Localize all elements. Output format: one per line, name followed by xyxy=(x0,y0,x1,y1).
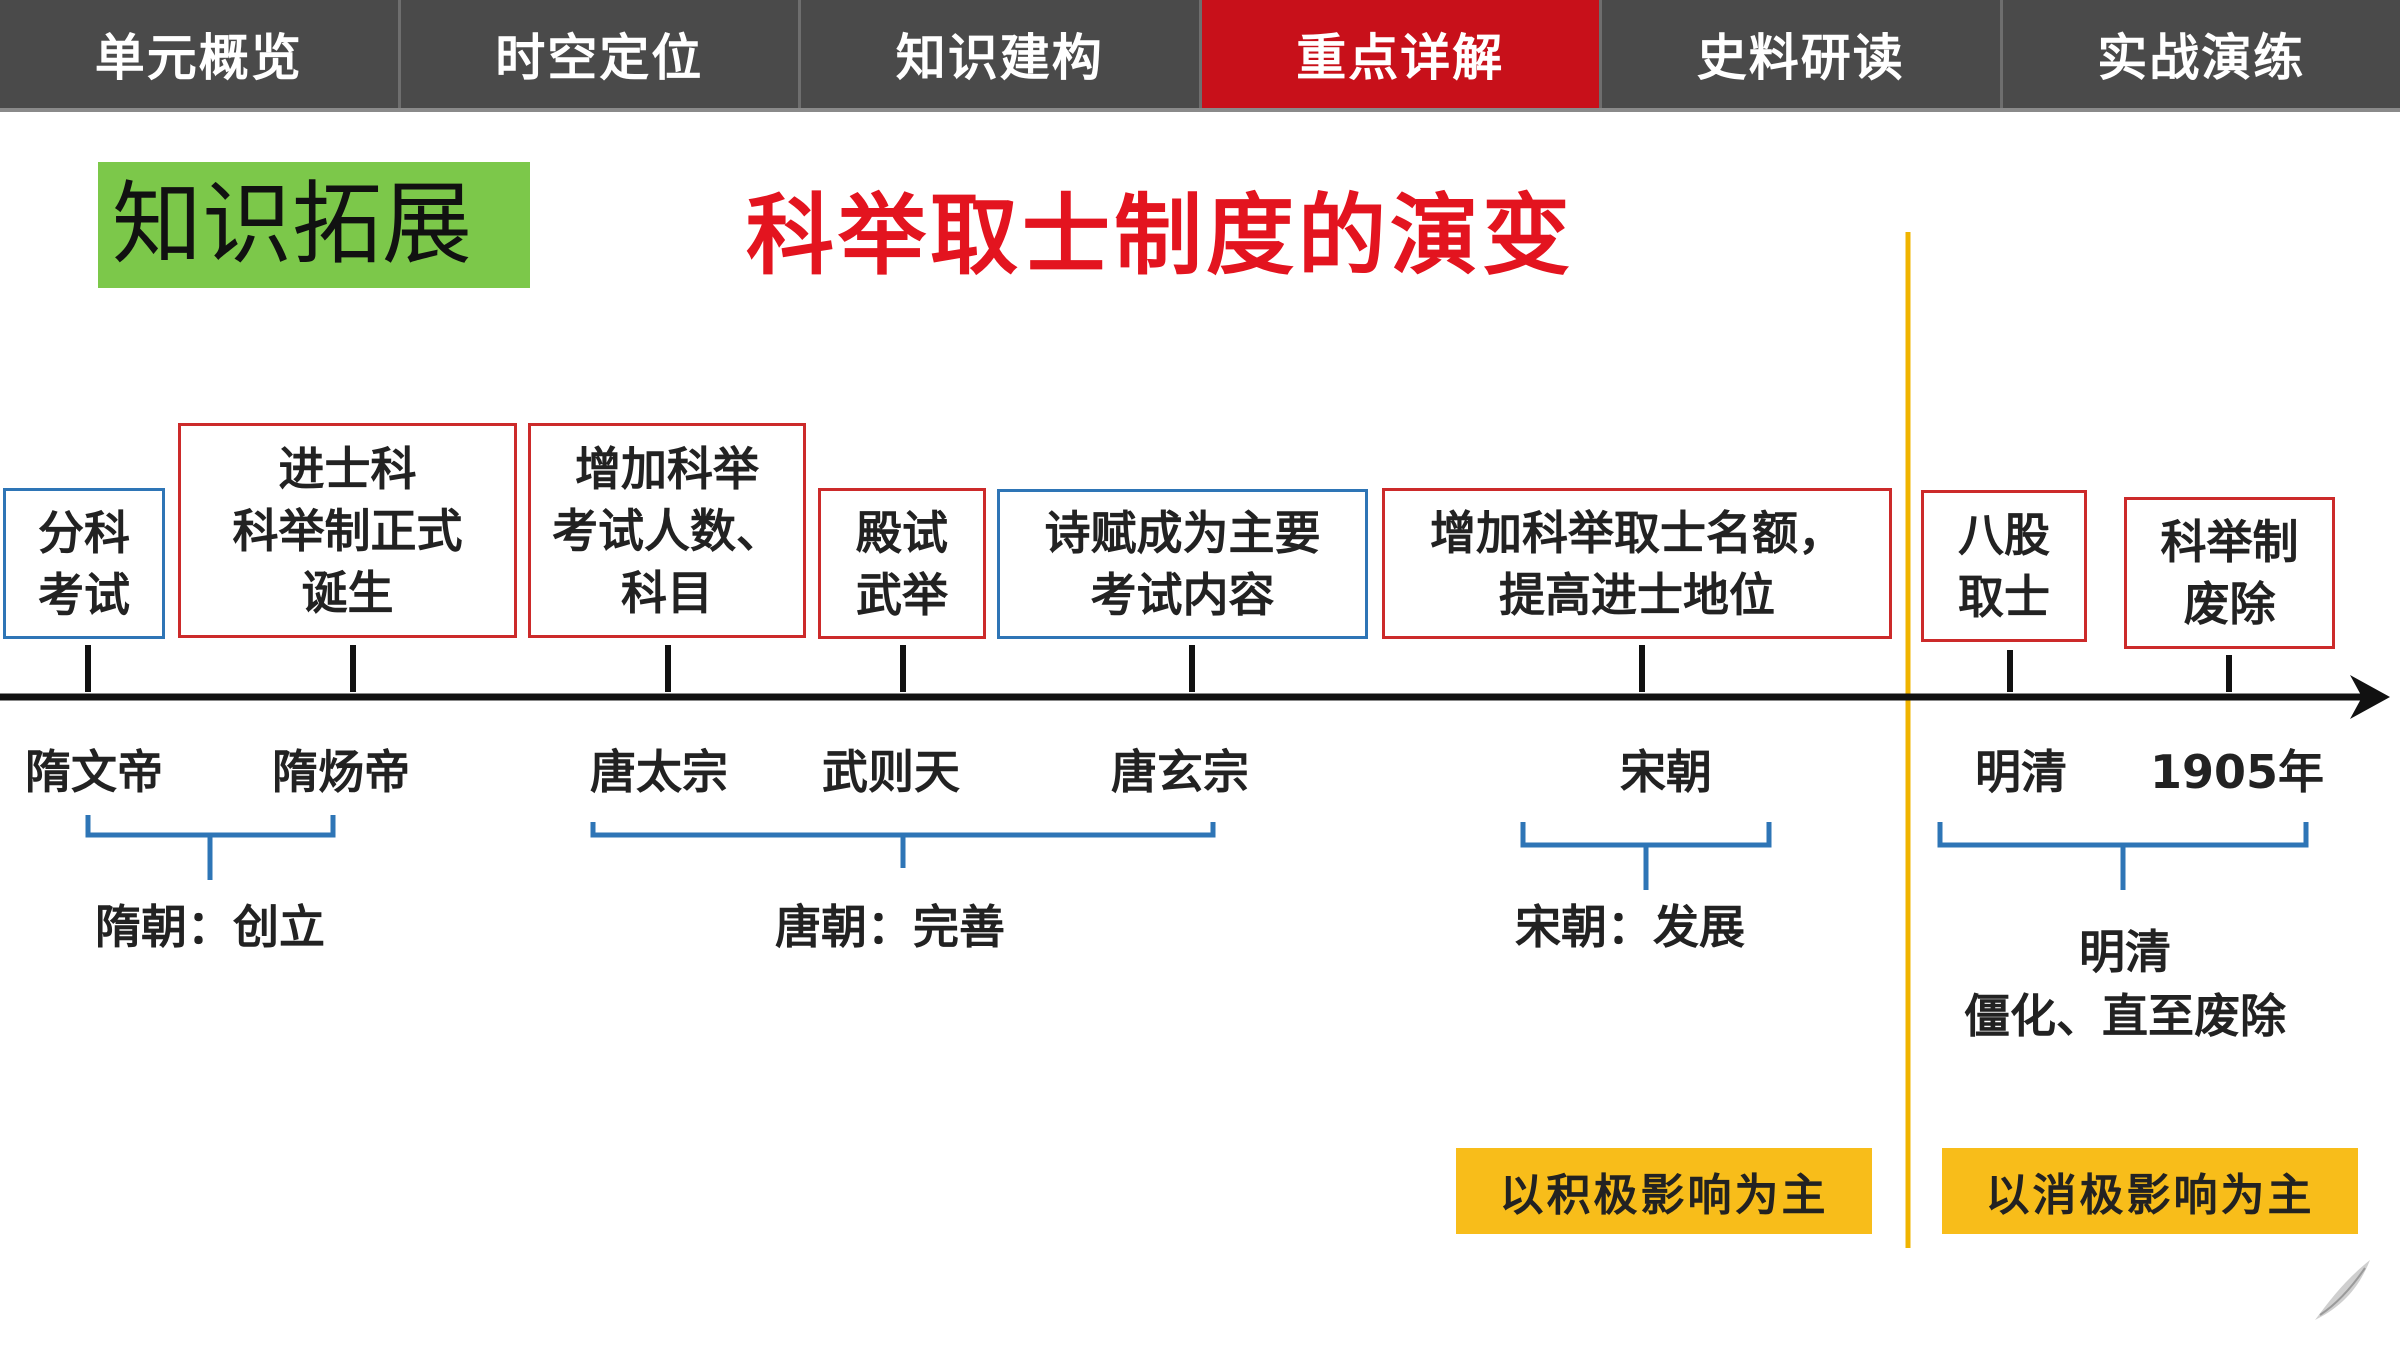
tab-source-reading[interactable]: 史料研读 xyxy=(1602,0,2003,108)
tab-unit-overview[interactable]: 单元概览 xyxy=(0,0,401,108)
tab-knowledge-build[interactable]: 知识建构 xyxy=(801,0,1202,108)
timeline-arrowhead xyxy=(2350,675,2390,719)
positive-impact-tag: 以积极影响为主 xyxy=(1456,1148,1872,1234)
group-label-sui: 隋朝：创立 xyxy=(95,900,325,954)
event-box-8: 科举制 废除 xyxy=(2124,497,2335,649)
brace-mingqing xyxy=(1937,822,2309,890)
group-label-song: 宋朝：发展 xyxy=(1515,900,1745,954)
tab-time-space[interactable]: 时空定位 xyxy=(401,0,801,108)
event-box-4: 殿试 武举 xyxy=(818,488,986,639)
group-braces xyxy=(85,815,2309,890)
time-label: 唐太宗 xyxy=(590,745,728,799)
event-box-5: 诗赋成为主要 考试内容 xyxy=(997,489,1368,639)
brace-song xyxy=(1520,822,1772,890)
feather-logo-icon xyxy=(2315,1260,2370,1320)
negative-impact-tag: 以消极影响为主 xyxy=(1942,1148,2358,1234)
knowledge-extension-badge: 知识拓展 xyxy=(98,162,530,288)
top-nav: 单元概览 时空定位 知识建构 重点详解 史料研读 实战演练 xyxy=(0,0,2400,112)
event-box-6: 增加科举取士名额， 提高进士地位 xyxy=(1382,488,1892,639)
time-label: 武则天 xyxy=(822,745,960,799)
time-label: 1905年 xyxy=(2150,745,2325,799)
time-label: 隋文帝 xyxy=(25,745,163,799)
event-box-2: 进士科 科举制正式 诞生 xyxy=(178,423,517,638)
event-box-3: 增加科举 考试人数、 科目 xyxy=(528,423,806,638)
page-title: 科举取士制度的演变 xyxy=(745,184,1574,287)
brace-sui xyxy=(85,815,336,880)
time-label: 隋炀帝 xyxy=(272,745,410,799)
group-label-tang: 唐朝：完善 xyxy=(775,900,1005,954)
time-label: 宋朝 xyxy=(1620,745,1712,799)
time-label: 唐玄宗 xyxy=(1111,745,1249,799)
group-label-mingqing: 明清 僵化、直至废除 xyxy=(1964,925,2286,1043)
timeline-ticks xyxy=(85,645,2232,692)
tab-key-points[interactable]: 重点详解 xyxy=(1201,0,1602,108)
time-label: 明清 xyxy=(1975,745,2067,799)
tab-practice[interactable]: 实战演练 xyxy=(2097,29,2306,87)
brace-tang xyxy=(590,822,1216,868)
event-box-7: 八股 取士 xyxy=(1921,490,2087,642)
event-box-1: 分科 考试 xyxy=(3,488,165,639)
